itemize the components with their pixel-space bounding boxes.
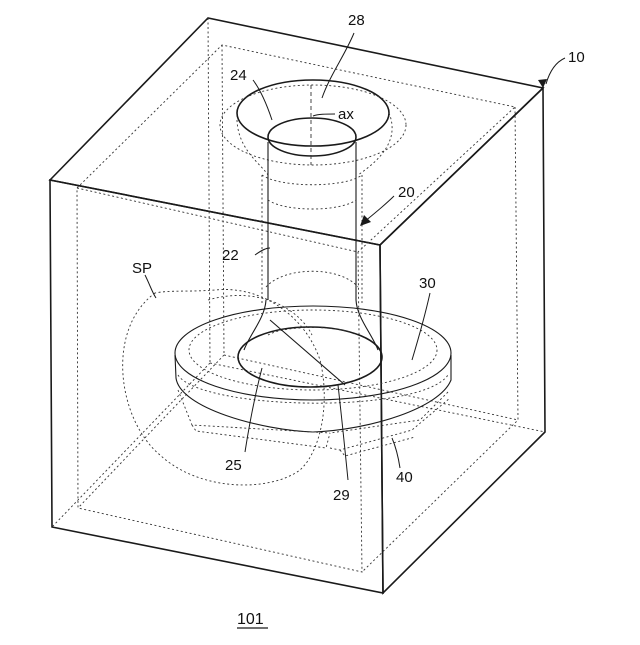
inner-wall-front	[77, 188, 362, 572]
box-hidden-edge	[208, 18, 210, 363]
neck-section	[262, 175, 362, 185]
inner-wall-hidden	[224, 355, 518, 420]
label-28: 28	[348, 12, 365, 29]
leader-lines	[145, 33, 565, 480]
inner-wall-hidden	[222, 45, 224, 355]
label-29: 29	[333, 487, 350, 504]
figure-id-label: 101	[237, 611, 264, 628]
bulb-neck-left	[244, 300, 266, 350]
inner-wall-top	[77, 45, 515, 252]
inner-wall-hidden	[78, 355, 224, 508]
funnel-shoulder	[220, 85, 406, 165]
figure-id: 101	[237, 611, 268, 628]
leader-25	[245, 368, 262, 452]
chamber-top-outer	[175, 306, 451, 400]
leader-ax	[313, 114, 335, 116]
label-20: 20	[398, 184, 415, 201]
label-sp: SP	[132, 260, 152, 277]
box-right-face	[380, 88, 545, 593]
box-hidden-edge	[52, 363, 210, 527]
base-plate-40	[340, 437, 415, 456]
label-10: 10	[568, 49, 585, 66]
box-top-face	[50, 18, 543, 245]
leader-40	[392, 438, 400, 468]
neck-base	[266, 271, 358, 287]
label-24: 24	[230, 67, 247, 84]
neck-top-rim	[268, 118, 356, 156]
sp-region	[123, 289, 325, 485]
cavity	[123, 80, 451, 485]
leader-sp	[145, 275, 156, 298]
chamber-wall	[175, 355, 451, 432]
label-30: 30	[419, 275, 436, 292]
funnel-flare-left	[237, 120, 268, 175]
base-plate-40	[330, 398, 450, 450]
neck-section	[268, 200, 356, 209]
chamber-bottom	[178, 375, 448, 403]
leader-20	[364, 196, 394, 222]
section-line	[270, 320, 345, 385]
chamber-top-inner	[189, 310, 437, 390]
chamber-base	[178, 390, 448, 433]
label-40: 40	[396, 469, 413, 486]
label-25: 25	[225, 457, 242, 474]
label-22: 22	[222, 247, 239, 264]
label-ax: ax	[338, 106, 354, 123]
leader-10	[546, 58, 565, 84]
housing-box	[50, 18, 545, 593]
chamber-base	[192, 425, 330, 448]
inner-wall-right	[362, 107, 518, 572]
